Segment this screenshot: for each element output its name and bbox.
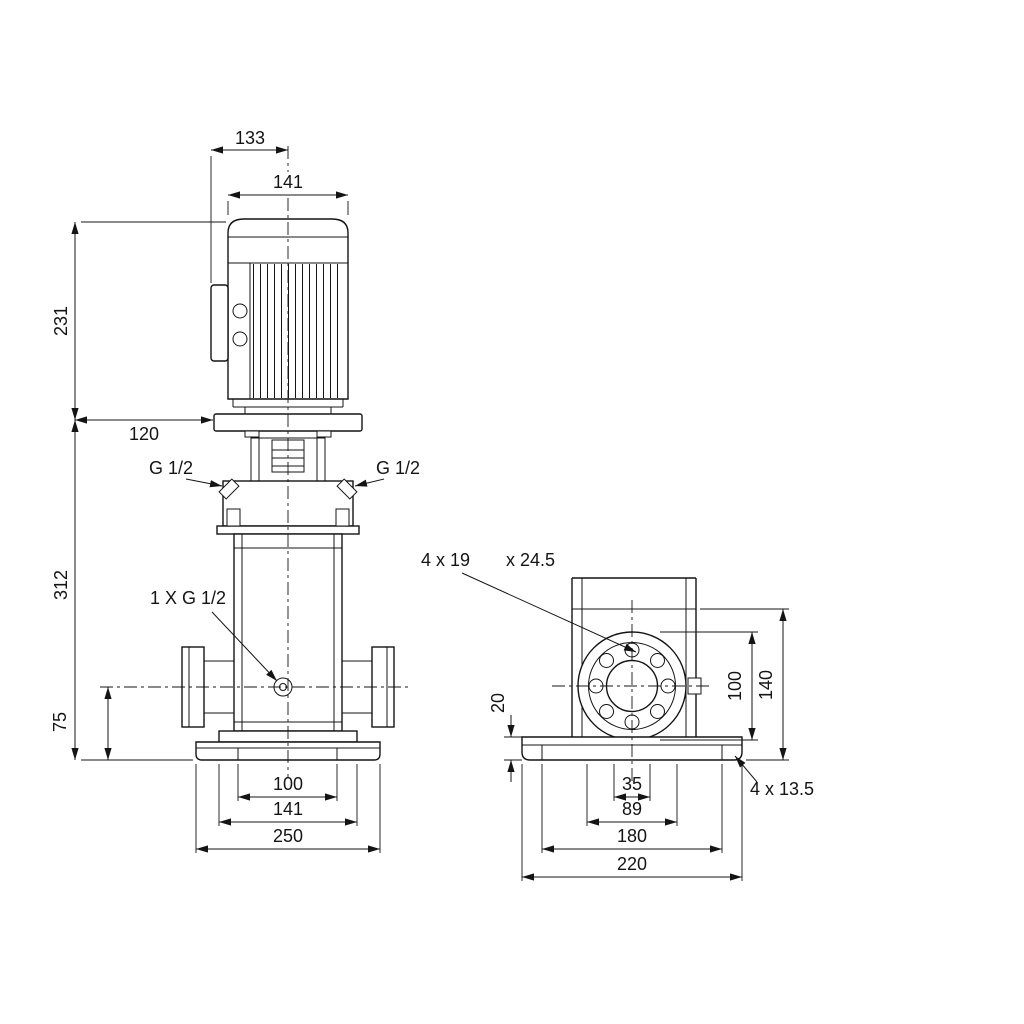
side-dimensions: 4 x 19 x 24.5 20 100 140 35 89 1 — [421, 550, 814, 881]
stool-bolt-left — [244, 430, 260, 438]
motor — [210, 218, 363, 432]
dim-label-100-side: 100 — [725, 671, 745, 701]
tie-rod-nut-right — [335, 508, 350, 527]
dim-label-20: 20 — [488, 693, 508, 713]
dim-label-120: 120 — [129, 424, 159, 444]
port-label-left: G 1/2 — [149, 458, 193, 478]
dim-label-141-motor: 141 — [273, 172, 303, 192]
dim-label-220: 220 — [617, 854, 647, 874]
dim-label-100-front: 100 — [273, 774, 303, 794]
vent-plug-right — [336, 478, 358, 500]
tie-rod-nut-left — [226, 508, 241, 527]
dim-label-89: 89 — [622, 799, 642, 819]
dim-label-75: 75 — [50, 712, 70, 732]
front-dimensions: 133 141 231 120 312 75 G 1/2 G 1/2 — [50, 128, 420, 853]
dim-label-35: 35 — [622, 774, 642, 794]
flange-holes-label: 4 x 19 — [421, 550, 470, 570]
flange-counterbore-label: x 24.5 — [506, 550, 555, 570]
drain-label: 1 X G 1/2 — [150, 588, 226, 608]
base-holes-label: 4 x 13.5 — [750, 779, 814, 799]
port-label-right: G 1/2 — [376, 458, 420, 478]
dim-label-141-base: 141 — [273, 799, 303, 819]
pump-body-side — [571, 577, 697, 737]
dim-label-250: 250 — [273, 826, 303, 846]
motor-bolt-lower — [232, 331, 248, 347]
dim-label-133: 133 — [235, 128, 265, 148]
terminal-box — [210, 284, 229, 362]
vent-plug-left — [218, 478, 240, 500]
dim-label-140: 140 — [756, 670, 776, 700]
front-view: 133 141 231 120 312 75 G 1/2 G 1/2 — [50, 128, 420, 853]
motor-bolt-upper — [232, 303, 248, 319]
motor-fins — [253, 264, 338, 398]
dim-label-180: 180 — [617, 826, 647, 846]
side-view: 4 x 19 x 24.5 20 100 140 35 89 1 — [421, 550, 814, 881]
side-center-lines — [552, 600, 712, 782]
dim-label-312: 312 — [51, 570, 71, 600]
stool-bolt-right — [316, 430, 332, 438]
dim-label-231: 231 — [51, 306, 71, 336]
